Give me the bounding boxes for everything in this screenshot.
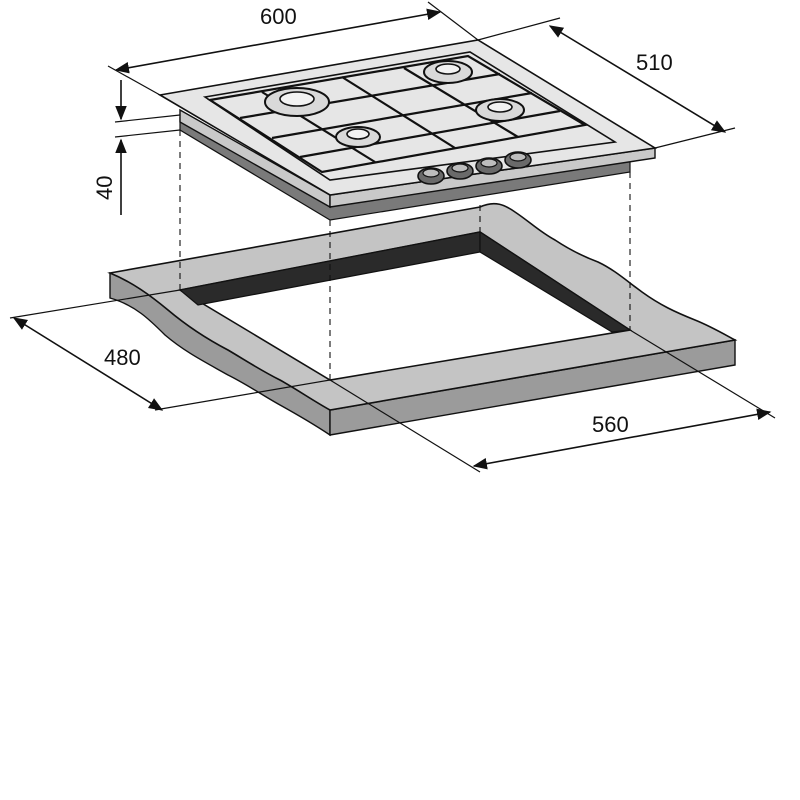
knob-top-icon xyxy=(480,158,498,168)
burner-center-icon xyxy=(435,63,461,75)
burner-center-icon xyxy=(279,91,315,107)
burner-rear-right xyxy=(423,60,473,84)
extension-line xyxy=(477,17,561,41)
dimension-hob-height: 40 xyxy=(92,80,181,215)
dimension-cutout-depth: 480 xyxy=(9,289,331,411)
extension-line xyxy=(154,379,331,411)
knob-top-icon xyxy=(451,163,469,173)
dimension-line xyxy=(12,317,164,411)
extension-line xyxy=(107,65,161,96)
control-knobs xyxy=(417,151,532,185)
extension-line xyxy=(329,379,481,473)
knob-4 xyxy=(504,151,532,169)
knob-2 xyxy=(446,162,474,180)
dimension-label: 480 xyxy=(104,345,141,370)
dimension-hob-width: 600 xyxy=(107,1,479,96)
knob-3 xyxy=(475,157,503,175)
knob-1 xyxy=(417,167,445,185)
dimension-line xyxy=(472,408,772,470)
dimension-hob-depth: 510 xyxy=(477,17,736,149)
knob-top-icon xyxy=(509,152,527,162)
burner-front-left xyxy=(335,126,381,148)
extension-line xyxy=(114,129,181,138)
grate-bar xyxy=(403,67,519,138)
burner-center-icon xyxy=(346,128,370,140)
dimension-line xyxy=(548,25,727,133)
extension-line xyxy=(629,329,776,419)
knob-top-icon xyxy=(422,168,440,178)
dimension-line xyxy=(114,8,442,74)
grate-divider xyxy=(341,76,456,149)
dimension-label: 510 xyxy=(636,50,673,75)
extension-line xyxy=(427,1,479,41)
dimension-label: 40 xyxy=(92,176,117,200)
burner-center-icon xyxy=(487,101,513,113)
alignment-guides xyxy=(179,130,631,380)
extension-line xyxy=(9,289,181,319)
dimension-cutout-width: 560 xyxy=(329,329,776,473)
burner-rear-left xyxy=(264,87,330,117)
burner-front-right xyxy=(475,98,525,122)
gas-hob xyxy=(157,39,658,221)
dimension-label: 600 xyxy=(260,4,297,29)
dimension-label: 560 xyxy=(592,412,629,437)
countertop xyxy=(107,202,738,437)
cutout-side-wall xyxy=(479,230,632,333)
extension-line xyxy=(114,114,181,123)
